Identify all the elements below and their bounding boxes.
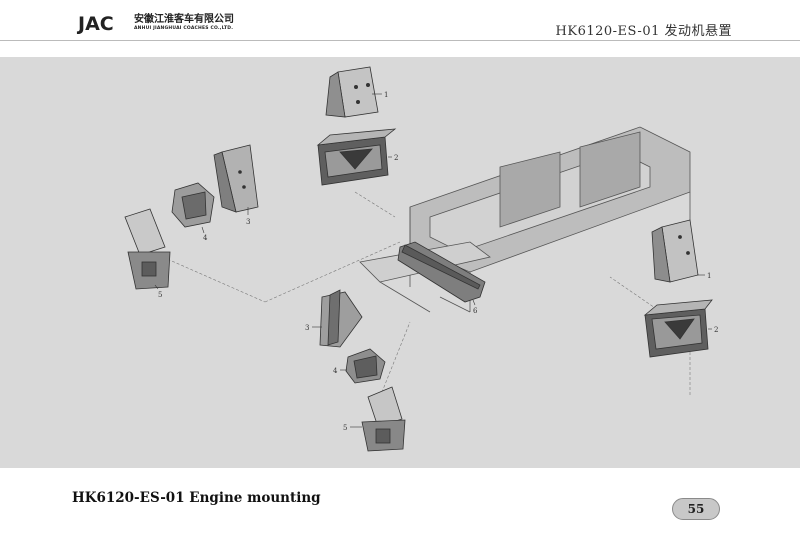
page-number-badge: 55 [672,498,720,520]
callout-leaders [154,93,712,428]
lower-rubber-cushion [345,348,386,384]
callout-1-right: 1 [707,272,711,280]
engine-mounting-diagram: 1 2 3 4 5 6 1 2 3 4 5 [124,66,718,452]
left-mounting-plate [213,144,259,213]
top-bracket [325,66,379,118]
callout-4-lower: 4 [333,367,338,375]
figure-title: HK6120-ES-01 Engine mounting [72,490,321,506]
document-code: HK6120-ES-01 发动机悬置 [555,24,732,39]
lower-mounting-plate [319,289,363,348]
front-crossmember [397,241,486,303]
company-name-cn: 安徽江淮客车有限公司 [134,14,234,25]
callout-5-lower: 5 [343,424,347,432]
callout-3-left: 3 [246,218,250,226]
chassis-frame [359,126,691,313]
callout-2-right: 2 [714,326,718,334]
left-rubber-cushion [171,182,215,228]
callout-4-left: 4 [203,234,208,242]
page-header: JAC 安徽江淮客车有限公司 ANHUI JIANGHUAI COACHES C… [0,0,800,40]
callout-3-lower: 3 [305,324,309,332]
left-support-bracket [124,208,171,290]
callout-1-top: 1 [384,91,388,99]
top-engine-mount [316,128,397,186]
callout-2-top: 2 [394,154,398,162]
exploded-diagram-panel: 1 2 3 4 5 6 1 2 3 4 5 [0,57,800,468]
logo-mark: JAC [78,13,114,35]
callout-5-left: 5 [158,291,162,299]
lower-support-bracket [361,386,406,452]
company-name-en: ANHUI JIANGHUAI COACHES CO.,LTD. [134,26,234,31]
right-bracket [651,219,699,283]
right-engine-mount [643,299,713,358]
header-divider [0,40,800,41]
callout-6: 6 [473,307,478,315]
